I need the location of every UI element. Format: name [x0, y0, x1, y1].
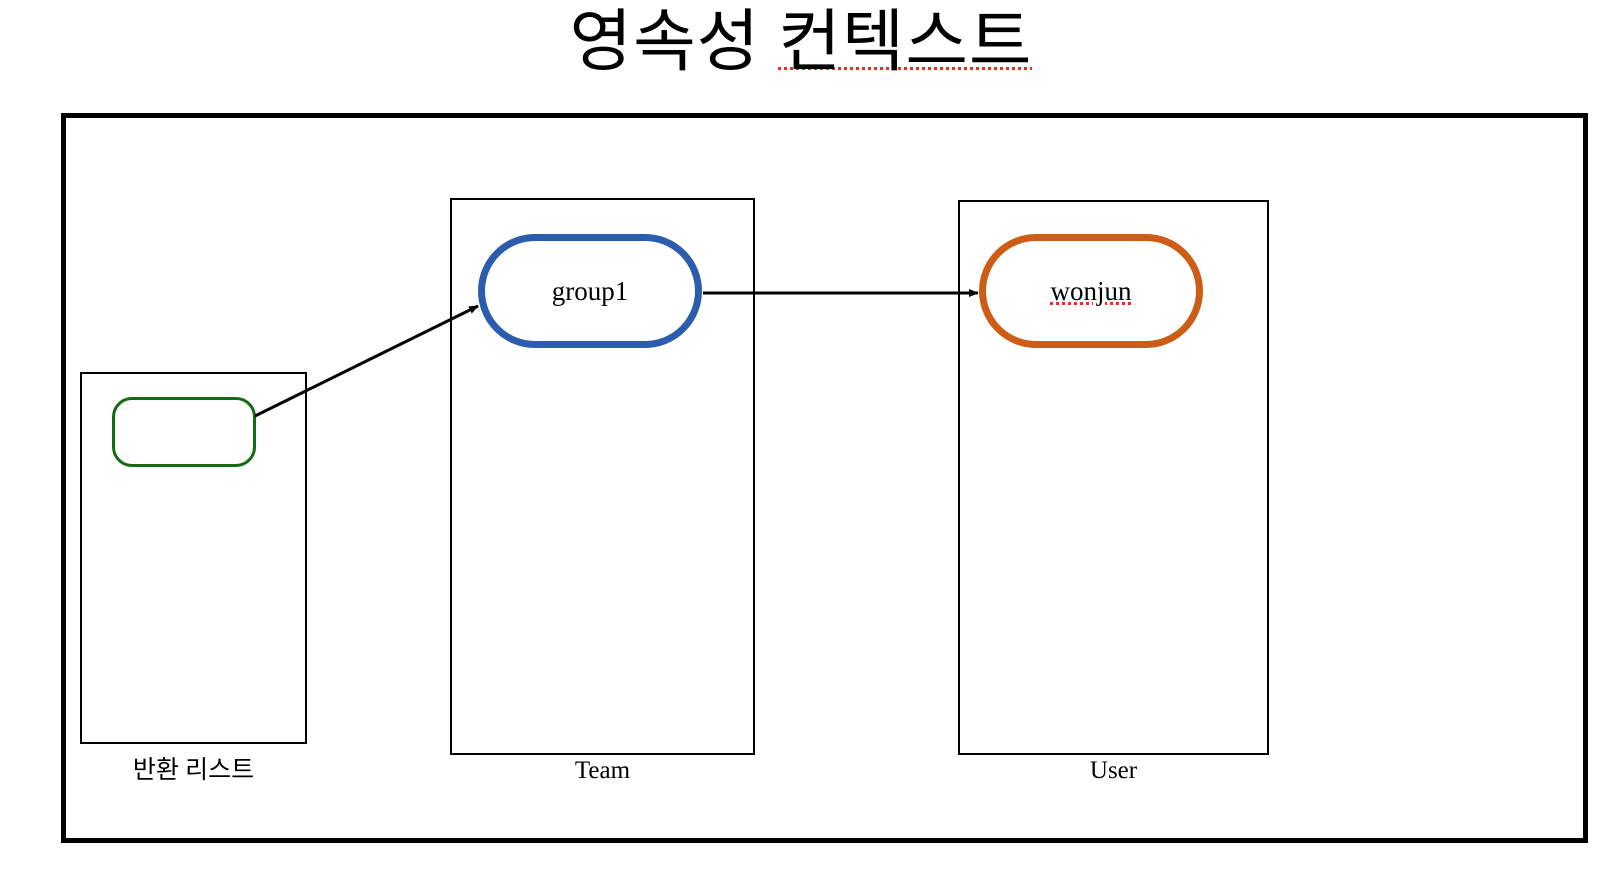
column-label-user: User: [1089, 757, 1138, 784]
node-group1[interactable]: group1: [478, 234, 702, 348]
column-user: [958, 200, 1269, 755]
node-group1-label: group1: [551, 275, 629, 306]
diagram-frame: [61, 113, 1588, 843]
page-title-spellcheck-flagged: 컨텍스트: [778, 4, 1033, 80]
page-title: 영속성 컨텍스트: [0, 4, 1602, 80]
column-return-list: [80, 372, 307, 744]
node-wonjun-label: wonjun: [1050, 275, 1132, 306]
column-team: [450, 198, 755, 755]
node-return-item[interactable]: [112, 397, 256, 467]
node-wonjun[interactable]: wonjun: [979, 234, 1203, 348]
column-label-team: Team: [574, 757, 631, 784]
page-title-prefix: 영속성: [569, 4, 779, 80]
column-label-return-list: 반환 리스트: [132, 757, 255, 784]
